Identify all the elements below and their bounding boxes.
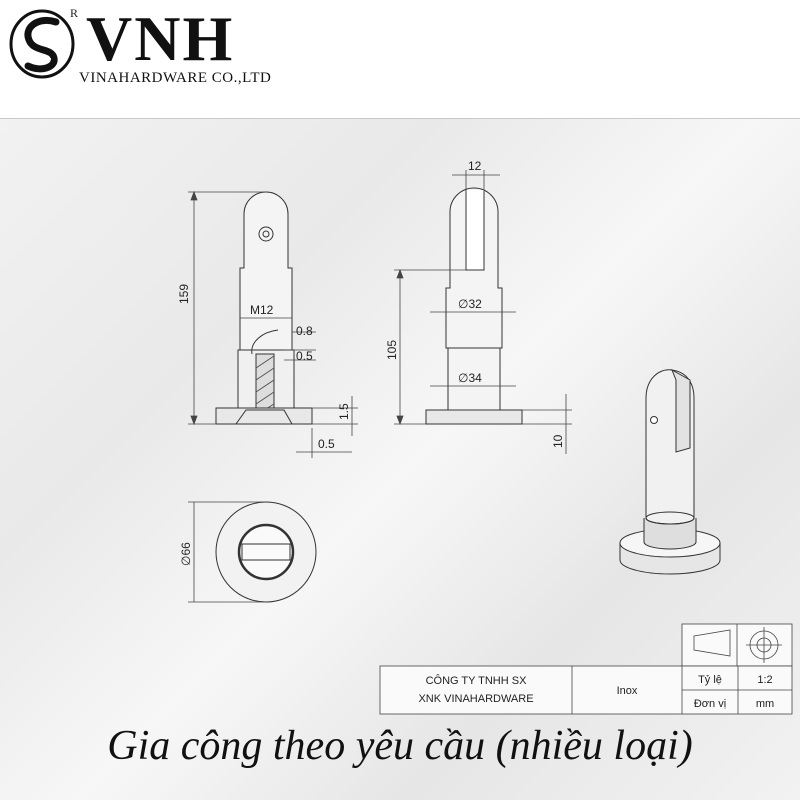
dim-base-thickness: 10 — [551, 434, 565, 448]
isometric-view — [619, 368, 721, 575]
header: R VNH VINAHARDWARE CO.,LTD — [0, 0, 800, 119]
dim-base-lip: 1.5 — [337, 403, 351, 420]
registered-mark: R — [70, 6, 79, 20]
side-section-view — [215, 191, 313, 425]
dim-wall-mid: 0.5 — [296, 349, 313, 363]
front-view — [425, 187, 523, 425]
dim-base-diameter: ∅66 — [179, 542, 193, 566]
title-unit-value: mm — [756, 698, 774, 710]
side-dimensions — [188, 190, 358, 458]
top-view — [215, 501, 317, 603]
projection-symbol — [693, 627, 782, 663]
title-unit-label: Đơn vị — [694, 698, 726, 710]
title-company-line1: CÔNG TY TNHH SX — [426, 674, 528, 687]
dim-overall-height: 159 — [177, 284, 191, 304]
dim-upper-height: 105 — [385, 340, 399, 360]
title-company-line2: XNK VINAHARDWARE — [418, 693, 533, 705]
footer-caption: Gia công theo yêu cầu (nhiều loại) — [107, 723, 693, 769]
technical-drawing: 159 M12 0.8 0.5 1.5 0.5 12 105 ∅32 ∅34 1… — [177, 159, 793, 715]
title-material: Inox — [617, 685, 638, 697]
dim-lower-diameter: ∅34 — [458, 371, 482, 385]
top-dimensions — [188, 501, 266, 603]
title-scale-value: 1:2 — [757, 674, 772, 686]
title-scale-label: Tỷ lệ — [698, 674, 722, 686]
front-dimensions — [394, 170, 572, 454]
dim-upper-diameter: ∅32 — [458, 297, 482, 311]
company-name: VINAHARDWARE CO.,LTD — [79, 70, 272, 86]
brand-name: VNH — [86, 3, 235, 74]
dim-thread: M12 — [250, 303, 274, 317]
vnh-logo-icon — [9, 9, 75, 79]
dim-base-offset: 0.5 — [318, 437, 335, 451]
dim-slot-width: 12 — [468, 159, 482, 173]
dim-wall-top: 0.8 — [296, 324, 313, 338]
